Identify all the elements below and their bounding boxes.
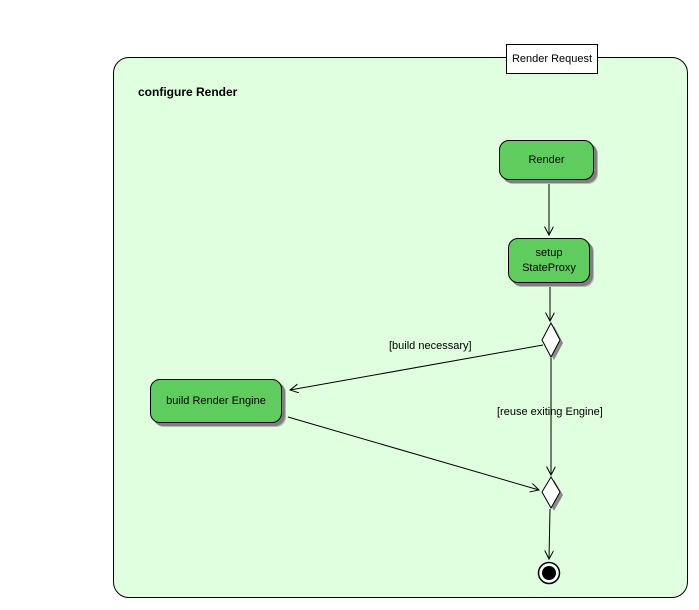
merge-node — [541, 476, 561, 510]
action-label: Render — [528, 153, 565, 166]
action-label-line2: StateProxy — [522, 261, 576, 274]
action-node-build-render-engine: build Render Engine — [150, 379, 282, 423]
edge-decision-to-build — [290, 344, 544, 390]
decision-node — [541, 321, 561, 359]
frame-title: configure Render — [138, 85, 238, 99]
action-node-render: Render — [499, 140, 594, 180]
trigger-box-render-request: Render Request — [506, 44, 598, 74]
trigger-label: Render Request — [511, 53, 593, 65]
guard-label-reuse-exiting-engine: [reuse exiting Engine] — [497, 406, 603, 418]
final-node-core — [542, 566, 556, 580]
guard-label-build-necessary: [build necessary] — [389, 340, 472, 352]
action-node-setup-stateproxy: setup StateProxy — [508, 238, 590, 283]
edge-build-to-merge — [287, 416, 539, 490]
edge-merge-to-final — [549, 508, 550, 559]
action-label-line1: setup — [535, 246, 563, 259]
action-label: build Render Engine — [166, 394, 266, 407]
